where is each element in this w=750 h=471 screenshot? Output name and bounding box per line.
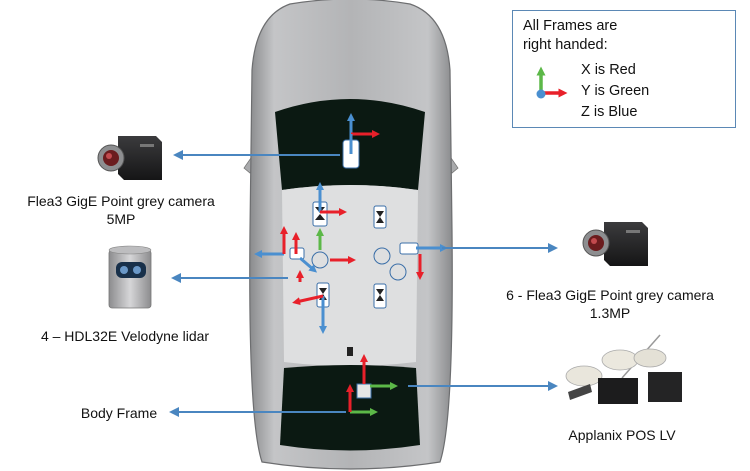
roof-gps-antenna bbox=[311, 251, 329, 269]
label-applanix: Applanix POS LV bbox=[568, 427, 676, 443]
label-flea3-13mp-line1: 6 - Flea3 GigE Point grey camera bbox=[506, 287, 714, 303]
legend-z-text: Z is Blue bbox=[581, 104, 638, 120]
coordinate-frames bbox=[254, 113, 448, 416]
label-flea3-5mp: Flea3 GigE Point grey camera 5MP bbox=[16, 192, 226, 228]
label-flea3-5mp-line2: 5MP bbox=[106, 211, 136, 227]
legend-title-line1: All Frames are bbox=[523, 18, 618, 34]
label-body-frame: Body Frame bbox=[80, 405, 158, 421]
frame-center-camera bbox=[316, 182, 347, 250]
label-flea3-13mp-line2: 1.3MP bbox=[589, 305, 631, 321]
flea3-camera-5mp-image bbox=[97, 136, 162, 180]
applanix-pos-lv-image bbox=[565, 334, 682, 404]
roof-gps-antenna bbox=[373, 247, 391, 265]
roof-gps-antenna bbox=[389, 263, 407, 281]
body-frame-box bbox=[356, 383, 372, 399]
label-lidar: 4 – HDL32E Velodyne lidar bbox=[40, 328, 210, 344]
legend-title: All Frames are right handed: bbox=[523, 17, 617, 55]
frame-convention-legend: All Frames are right handed: X is Red Y … bbox=[512, 10, 736, 128]
label-flea3-13mp: 6 - Flea3 GigE Point grey camera 1.3MP bbox=[488, 286, 732, 322]
frame-front-camera bbox=[347, 113, 380, 154]
legend-title-line2: right handed: bbox=[523, 37, 608, 53]
frame-side-camera bbox=[416, 244, 448, 280]
legend-y-text: Y is Green bbox=[581, 83, 650, 99]
car-roof bbox=[282, 185, 418, 366]
label-flea3-5mp-line1: Flea3 GigE Point grey camera bbox=[27, 193, 215, 209]
frame-body bbox=[346, 384, 378, 416]
leader-arrows bbox=[169, 150, 558, 417]
roof-antenna bbox=[347, 347, 353, 356]
roof-camera-box bbox=[399, 242, 419, 255]
frame-rear-camera bbox=[292, 270, 327, 334]
flea3-camera-13mp-image bbox=[582, 222, 648, 266]
legend-axes-icon bbox=[536, 66, 568, 99]
legend-x-text: X is Red bbox=[581, 62, 636, 78]
frame-lidar bbox=[254, 226, 356, 273]
frame-applanix bbox=[360, 354, 398, 390]
velodyne-lidar-image bbox=[108, 245, 152, 309]
